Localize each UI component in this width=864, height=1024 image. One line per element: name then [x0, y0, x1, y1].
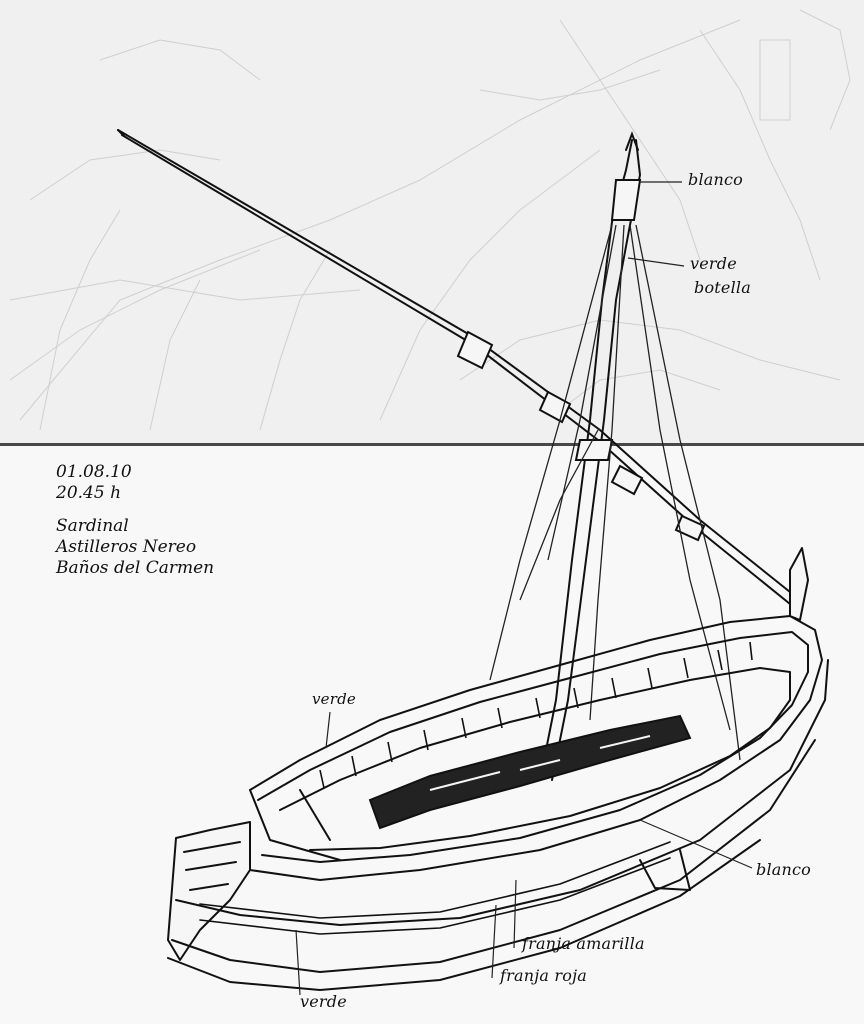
annotation-hull-right: blanco [756, 860, 811, 879]
annotation-stripe-red: franja roja [500, 966, 587, 985]
page-fold-line [0, 443, 864, 446]
rigging-lines [489, 224, 741, 761]
shipyard-name: Astilleros Nereo [56, 537, 197, 557]
boat-name: Sardinal [56, 516, 129, 536]
faint-background-sketch [9, 9, 851, 431]
hull-frames [319, 641, 753, 789]
annotation-stripe-yellow: franja amarilla [522, 934, 645, 953]
place-name: Baños del Carmen [56, 558, 215, 578]
yard-lashings [456, 330, 706, 542]
sketch-notes: 01.08.10 20.45 h Sardinal Astilleros Ner… [56, 462, 214, 579]
boat-hold [368, 714, 692, 830]
annotation-mast-color-1: verde [690, 254, 737, 273]
lower-sheet [0, 445, 864, 1024]
upper-sheet [0, 0, 864, 445]
annotation-hull-bottom: verde [300, 992, 347, 1011]
annotation-leaders [295, 181, 753, 996]
annotation-mast-color-2: botella [694, 278, 751, 297]
annotation-mast-top: blanco [688, 170, 743, 189]
sketch-time: 20.45 h [56, 483, 122, 503]
annotation-gunwale: verde [312, 690, 357, 708]
sketch-date: 01.08.10 [56, 462, 132, 482]
mast [539, 131, 642, 781]
